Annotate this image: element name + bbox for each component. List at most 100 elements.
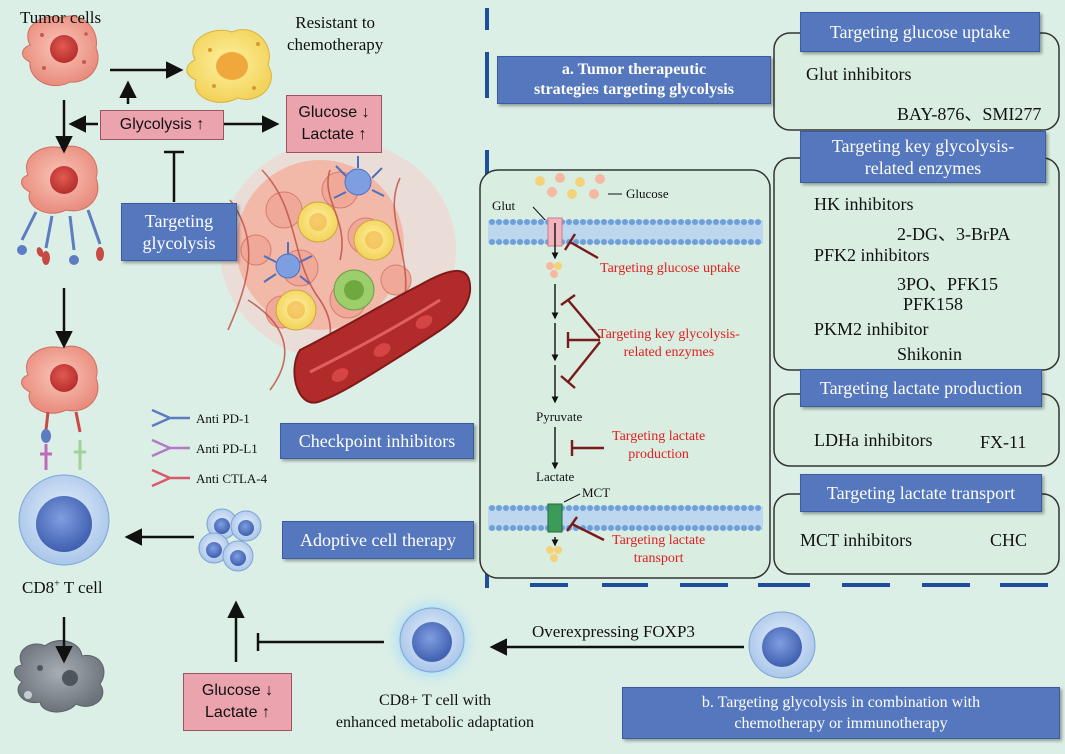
glucose-uptake-header: Targeting glucose uptake bbox=[800, 12, 1040, 52]
membrane-bead bbox=[489, 505, 495, 511]
membrane-bead bbox=[503, 525, 509, 531]
membrane-bead bbox=[531, 505, 537, 511]
pyruvate-label: Pyruvate bbox=[536, 409, 583, 424]
tumor-cells-label: Tumor cells bbox=[20, 8, 102, 27]
hk-inhibitors-text: HK inhibitors bbox=[814, 194, 914, 214]
anti-ctla4-label: Anti CTLA-4 bbox=[196, 471, 268, 486]
membrane-bead bbox=[629, 525, 635, 531]
membrane-bead bbox=[615, 219, 621, 225]
adoptive-cell-therapy-box: Adoptive cell therapy bbox=[282, 521, 474, 559]
membrane-bead bbox=[720, 219, 726, 225]
pathway-inhibitors bbox=[560, 233, 605, 542]
anti-pd1-label: Anti PD-1 bbox=[196, 411, 250, 426]
glycolysis-box: Glycolysis ↑ bbox=[100, 110, 224, 140]
membrane-bead bbox=[706, 525, 712, 531]
membrane-bead bbox=[538, 239, 544, 245]
membrane-bead bbox=[594, 505, 600, 511]
membrane-bead bbox=[622, 505, 628, 511]
membrane-bead bbox=[650, 525, 656, 531]
cell-membrane-bottom bbox=[488, 505, 763, 531]
pfk2-inhibitors-text: PFK2 inhibitors bbox=[814, 245, 930, 265]
intracellular-glucose-icon bbox=[546, 262, 562, 278]
title-a-box: a. Tumor therapeutic strategies targetin… bbox=[497, 56, 771, 104]
title-b-box: b. Targeting glycolysis in combination w… bbox=[622, 687, 1060, 739]
membrane-bead bbox=[573, 505, 579, 511]
membrane-bead bbox=[671, 525, 677, 531]
membrane-bead bbox=[685, 525, 691, 531]
membrane-bead bbox=[524, 219, 530, 225]
membrane-bead bbox=[489, 239, 495, 245]
membrane-bead bbox=[489, 219, 495, 225]
tumor-tcell-synapse-icon bbox=[21, 345, 99, 470]
membrane-bead bbox=[706, 239, 712, 245]
membrane-bead bbox=[524, 525, 530, 531]
glucose-molecules-icon bbox=[535, 173, 605, 199]
glut-label: Glut bbox=[492, 198, 516, 213]
tumor-cell-receptors-icon bbox=[17, 145, 104, 265]
membrane-bead bbox=[587, 505, 593, 511]
membrane-bead bbox=[685, 505, 691, 511]
membrane-bead bbox=[755, 239, 761, 245]
antibody-anti-pd1-icon bbox=[151, 408, 190, 428]
ldha-inhibitors-text: LDHa inhibitors bbox=[814, 430, 933, 450]
membrane-bead bbox=[538, 525, 544, 531]
membrane-bead bbox=[496, 505, 502, 511]
membrane-bead bbox=[531, 239, 537, 245]
membrane-bead bbox=[741, 505, 747, 511]
membrane-bead bbox=[755, 219, 761, 225]
membrane-bead bbox=[706, 505, 712, 511]
anti-pdl1-label: Anti PD-L1 bbox=[196, 441, 258, 456]
membrane-bead bbox=[622, 219, 628, 225]
membrane-bead bbox=[538, 505, 544, 511]
membrane-bead bbox=[734, 219, 740, 225]
membrane-bead bbox=[636, 525, 642, 531]
membrane-bead bbox=[685, 219, 691, 225]
membrane-bead bbox=[748, 219, 754, 225]
membrane-bead bbox=[657, 239, 663, 245]
tumor-microenvironment-icon bbox=[220, 140, 472, 404]
membrane-bead bbox=[650, 239, 656, 245]
lactate-molecules-icon bbox=[546, 546, 562, 562]
mct-transporter-icon bbox=[547, 503, 563, 533]
membrane-bead bbox=[503, 239, 509, 245]
membrane-bead bbox=[608, 505, 614, 511]
membrane-bead bbox=[580, 239, 586, 245]
membrane-bead bbox=[601, 505, 607, 511]
membrane-bead bbox=[531, 525, 537, 531]
enzymes-header: Targeting key glycolysis- related enzyme… bbox=[800, 131, 1046, 183]
membrane-bead bbox=[727, 239, 733, 245]
membrane-bead bbox=[699, 239, 705, 245]
lactate-label: Lactate bbox=[536, 469, 575, 484]
membrane-bead bbox=[748, 505, 754, 511]
membrane-bead bbox=[734, 239, 740, 245]
hk-drugs-text: 2-DG、3-BrPA bbox=[897, 224, 1011, 244]
membrane-bead bbox=[531, 219, 537, 225]
adoptive-t-cell-cluster-icon bbox=[198, 508, 262, 572]
membrane-bead bbox=[692, 525, 698, 531]
membrane-bead bbox=[580, 219, 586, 225]
membrane-bead bbox=[601, 239, 607, 245]
bay876-text: BAY-876、SMI277 bbox=[897, 104, 1042, 124]
red-glucose-uptake-label: Targeting glucose uptake bbox=[600, 261, 741, 276]
membrane-bead bbox=[699, 219, 705, 225]
red-lactate-transport-label: Targeting lactate transport bbox=[612, 533, 706, 566]
red-lactate-production-label: Targeting lactate production bbox=[612, 429, 706, 462]
membrane-bead bbox=[608, 239, 614, 245]
membrane-bead bbox=[755, 505, 761, 511]
membrane-bead bbox=[664, 505, 670, 511]
membrane-bead bbox=[664, 219, 670, 225]
membrane-bead bbox=[587, 219, 593, 225]
enhanced-t-cell-icon bbox=[382, 590, 482, 690]
membrane-bead bbox=[538, 219, 544, 225]
membrane-bead bbox=[566, 505, 572, 511]
membrane-bead bbox=[517, 239, 523, 245]
membrane-bead bbox=[671, 219, 677, 225]
membrane-bead bbox=[496, 525, 502, 531]
membrane-bead bbox=[755, 525, 761, 531]
membrane-bead bbox=[657, 525, 663, 531]
membrane-bead bbox=[713, 505, 719, 511]
membrane-bead bbox=[650, 219, 656, 225]
membrane-bead bbox=[741, 219, 747, 225]
membrane-bead bbox=[615, 239, 621, 245]
